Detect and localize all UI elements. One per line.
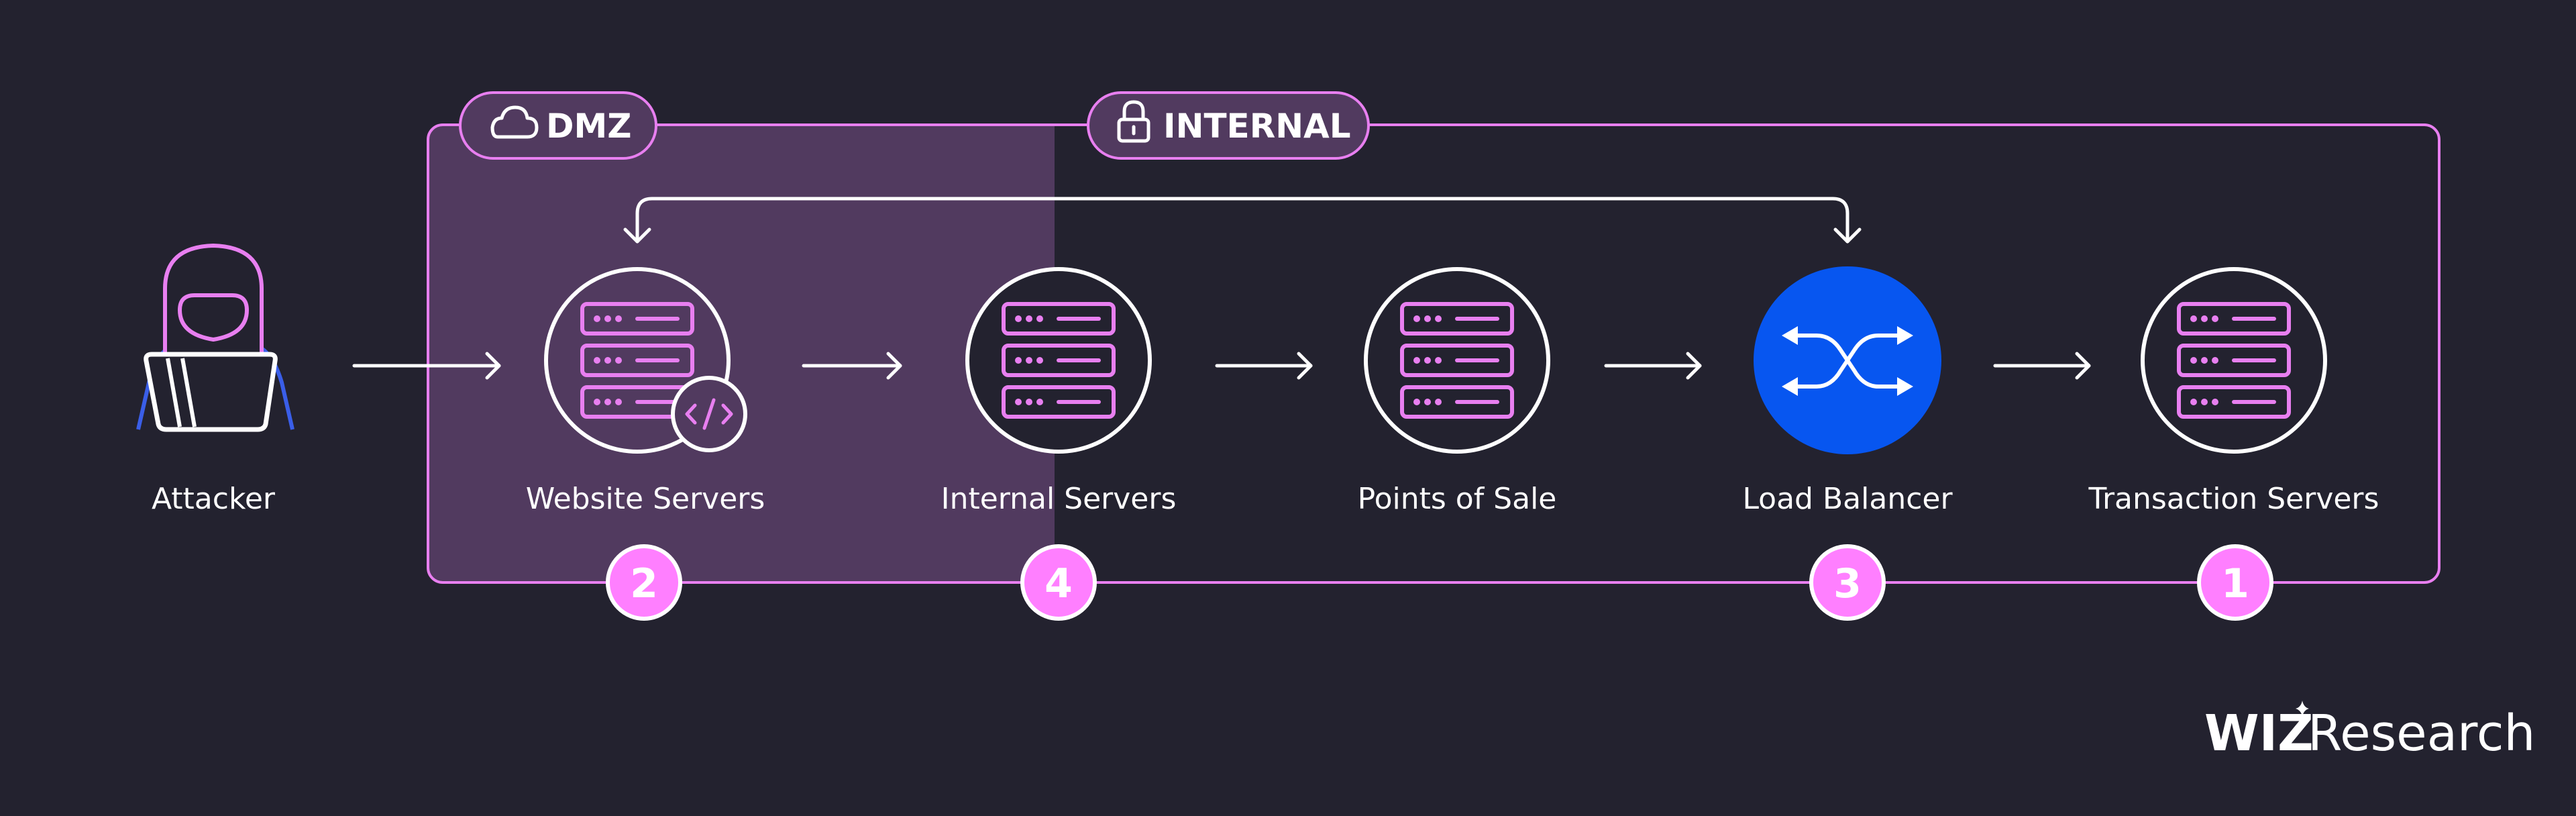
server-icon [1402,304,1512,417]
website-servers-label: Website Servers [526,482,765,516]
brand-research: Research [2308,705,2535,762]
attacker-label: Attacker [152,482,276,516]
lock-icon [1117,100,1150,143]
dmz-label: DMZ [546,107,632,146]
svg-text:1: 1 [2221,560,2249,607]
shuffle-icon [1786,334,1909,389]
flow-arrow-attacker-website [352,352,501,380]
cloud-icon [490,105,539,139]
attacker-node: Attacker [136,244,294,516]
internal-servers-node: Internal Servers [941,267,1177,516]
step-badge-1: 1 [2197,544,2273,621]
hooded-hacker-icon [136,244,294,432]
internal-tag: INTERNAL [1087,91,1370,160]
dmz-zone [428,125,1055,582]
website-servers-node: Website Servers [526,267,765,516]
load-balancer-label: Load Balancer [1742,482,1953,516]
flow-arrow-lb-transaction [1993,352,2091,380]
transaction-servers-label: Transaction Servers [2088,482,2379,516]
step-badge-4: 4 [1020,544,1097,621]
points-of-sale-label: Points of Sale [1358,482,1557,516]
svg-text:2: 2 [630,560,658,607]
step-badge-2: 2 [606,544,682,621]
flow-arrow-pos-lb [1604,352,1702,380]
load-balancer-node: Load Balancer [1742,266,1953,516]
wiz-research-logo: WIZ Research [2204,701,2535,762]
step-badge-3: 3 [1809,544,1886,621]
server-icon [2179,304,2289,417]
svg-text:3: 3 [1833,560,1862,607]
code-icon [671,376,747,452]
internal-label: INTERNAL [1163,107,1351,146]
dmz-tag: DMZ [459,91,657,160]
flow-arrow-internal-pos [1215,352,1313,380]
points-of-sale-node: Points of Sale [1358,267,1557,516]
network-boundary [427,123,2440,584]
return-flow-arrow [623,197,1862,244]
transaction-servers-node: Transaction Servers [2088,267,2379,516]
brand-wiz: WIZ [2204,705,2314,762]
svg-text:4: 4 [1044,560,1073,607]
internal-servers-label: Internal Servers [941,482,1177,516]
flow-arrow-website-internal [802,352,902,380]
sparkle-icon [2296,701,2309,717]
